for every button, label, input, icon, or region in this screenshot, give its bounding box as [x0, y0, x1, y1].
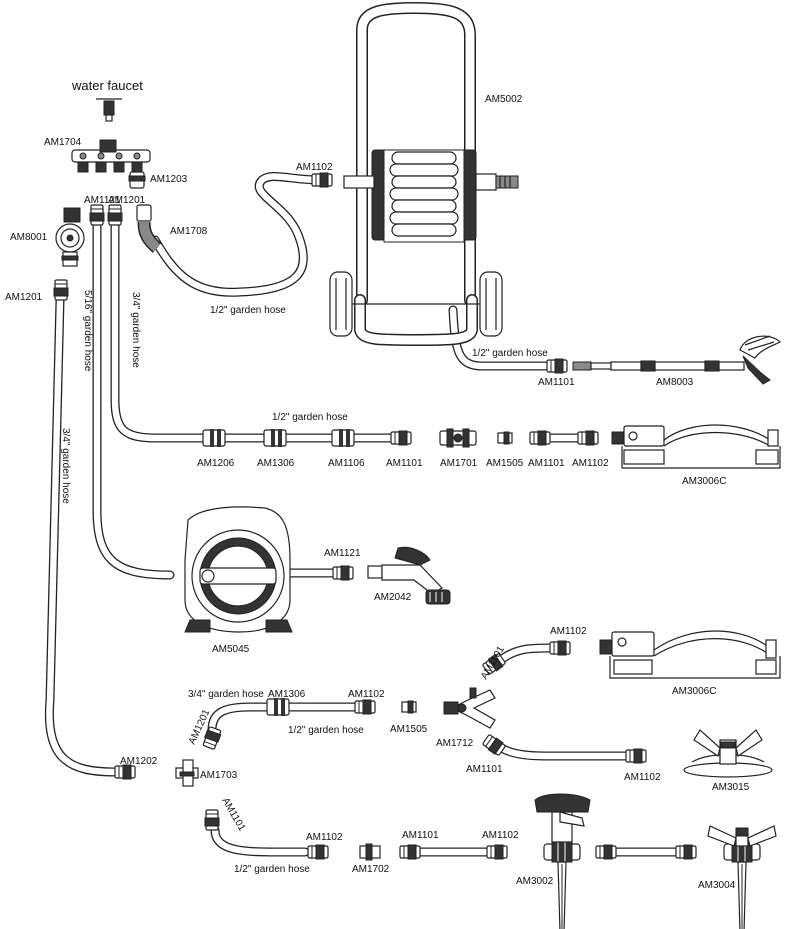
hose-five-sixteenths [92, 220, 175, 580]
label-am1306-mid: AM1306 [268, 689, 306, 700]
hose-three-quarter-branch [110, 220, 210, 443]
label-am1101-reel: AM1101 [538, 377, 575, 388]
label-am1101-row-a: AM1101 [386, 458, 423, 469]
label-am1703: AM1703 [200, 770, 238, 781]
coupling-am1201-left [53, 279, 69, 301]
hose-reel-cart [329, 2, 519, 346]
valve-am1701 [439, 428, 477, 448]
label-am8003: AM8003 [656, 377, 694, 388]
coupling-am1306-row [263, 428, 287, 448]
label-am2042: AM2042 [374, 592, 412, 603]
connector-am1203 [128, 171, 146, 189]
label-am1101-bottom-lower: AM1101 [219, 796, 247, 833]
label-hose-reel-inlet: 1/2" garden hose [210, 305, 286, 316]
coupling-am1102-row [577, 430, 599, 446]
label-am3006c-top: AM3006C [682, 476, 726, 487]
coupling-am1101-row-a [390, 430, 412, 446]
label-hose-three-quarter-mid: 3/4" garden hose [188, 689, 264, 700]
coupling-am1101-bottom-lower [204, 809, 220, 831]
coupling-am1102-mid [354, 699, 376, 715]
label-hose-bottom: 1/2" garden hose [234, 864, 310, 875]
connector-am1505-mid [401, 700, 417, 714]
label-am1101-bottom-b: AM1101 [402, 830, 439, 841]
label-hose-row: 1/2" garden hose [272, 412, 348, 423]
y-connector-am1712 [443, 687, 496, 729]
coupling-am3004-outlet [675, 844, 697, 860]
wall-hose-reel [184, 506, 293, 633]
label-am1505-mid: AM1505 [390, 724, 428, 735]
label-hose-three-quarter-long: 3/4" garden hose [60, 428, 71, 504]
label-am1708: AM1708 [170, 226, 208, 237]
label-am1101-row-b: AM1101 [528, 458, 565, 469]
water-timer [55, 207, 85, 267]
oscillating-sprinkler-top [611, 424, 781, 469]
coupling-am1202 [114, 764, 136, 780]
coupling-am1102-bottom-a [307, 844, 329, 860]
label-am1201-left: AM1201 [5, 292, 43, 303]
water-faucet [96, 98, 122, 122]
label-am1704: AM1704 [44, 137, 82, 148]
coupling-am1102-reel [311, 172, 333, 188]
y-connector-am1703 [175, 759, 199, 787]
label-am5002: AM5002 [485, 94, 523, 105]
label-am1206: AM1206 [197, 458, 235, 469]
label-am1203: AM1203 [150, 174, 188, 185]
oscillating-sprinkler-mid [599, 630, 781, 679]
label-am5045: AM5045 [212, 644, 250, 655]
label-am1121-mid: AM1121 [324, 548, 361, 559]
label-am1102-row: AM1102 [572, 458, 609, 469]
label-am1701: AM1701 [440, 458, 478, 469]
manifold-four-way [71, 139, 151, 173]
spray-nozzle [367, 546, 451, 605]
coupling-am1101-reel [546, 358, 568, 374]
elbow-am1708 [136, 204, 162, 253]
label-am1102-lower: AM1102 [624, 772, 661, 783]
label-hose-mid: 1/2" garden hose [288, 725, 364, 736]
label-am3015: AM3015 [712, 782, 750, 793]
coupling-am1102-lower [625, 748, 647, 764]
coupling-am1101-row-b [529, 430, 551, 446]
spike-sprinkler-am3004 [707, 825, 777, 929]
label-am1102-bottom-b: AM1102 [482, 830, 519, 841]
label-am3002: AM3002 [516, 876, 554, 887]
coupling-am3004-inlet [595, 844, 617, 860]
label-am1106: AM1106 [328, 458, 365, 469]
coupling-am1206 [202, 428, 226, 448]
coupling-am1106 [331, 428, 355, 448]
impulse-sprinkler-am3002 [534, 793, 591, 929]
coupling-am1102-branch [549, 640, 571, 656]
coupling-am1121-mid [332, 565, 354, 581]
spray-wand [572, 335, 782, 385]
label-am1102-branch: AM1102 [550, 626, 587, 637]
coupling-am1121-top [89, 204, 105, 226]
label-am1712: AM1712 [436, 738, 474, 749]
connector-am1505-row [497, 431, 513, 445]
label-hose-reel-outlet: 1/2" garden hose [472, 348, 548, 359]
label-am1102-bottom-a: AM1102 [306, 832, 343, 843]
label-am1306-row: AM1306 [257, 458, 295, 469]
coupling-am1306-mid [266, 697, 290, 717]
label-hose-three-quarter-branch: 3/4" garden hose [130, 292, 141, 368]
label-am3006c-mid: AM3006C [672, 686, 716, 697]
coupling-am1102-bottom-b [486, 844, 508, 860]
rotary-sprinkler-am3015 [683, 729, 773, 778]
label-am1121-top: AM1121 [84, 195, 121, 206]
connector-am1702 [359, 843, 381, 861]
label-am1505-row: AM1505 [486, 458, 524, 469]
label-am1702: AM1702 [352, 864, 390, 875]
label-am1202: AM1202 [120, 756, 158, 767]
coupling-am1201-mid [201, 725, 223, 751]
coupling-am1201-top [107, 204, 123, 226]
label-am1201-top: AM1201 [108, 195, 146, 206]
label-hose-five-sixteenths: 5/16" garden hose [82, 290, 93, 372]
label-am8001: AM8001 [10, 232, 48, 243]
coupling-am1101-bottom-b [399, 844, 421, 860]
label-am1102-mid: AM1102 [348, 689, 385, 700]
label-am1101-lower: AM1101 [466, 764, 503, 775]
label-am1102-reel: AM1102 [296, 162, 333, 173]
label-water-faucet: water faucet [71, 78, 143, 93]
label-am3004: AM3004 [698, 880, 736, 891]
